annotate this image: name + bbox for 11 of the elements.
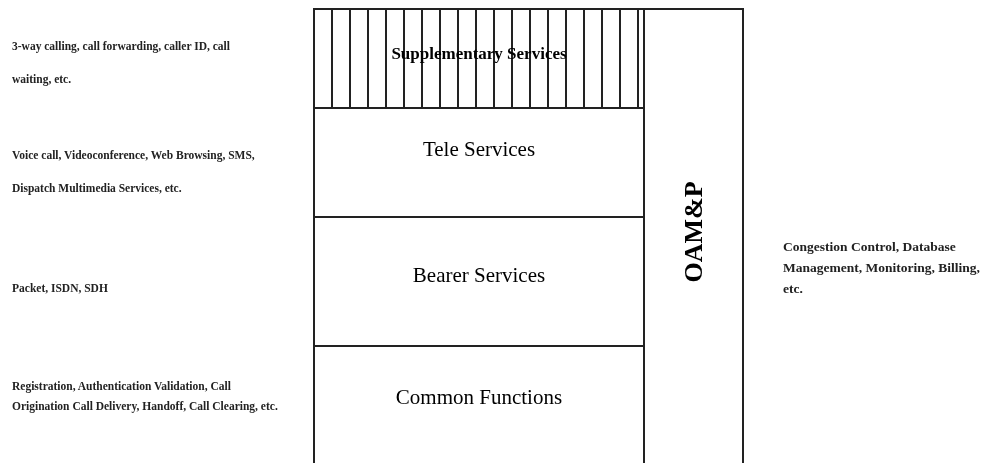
description-text: Voice call, Videoconference, Web Browsing, SMS, Dispatch Multimedia Services, etc. (12, 148, 256, 197)
layer-label: Bearer Services (411, 263, 547, 288)
layer-label: Common Functions (394, 385, 564, 410)
hatched-layer-box (313, 8, 645, 109)
layer-label: Tele Services (421, 137, 537, 162)
description-text: Registration, Authentication Validation, Call Origination Call Delivery, Handoff, Call Clearing, etc. (12, 379, 279, 415)
column-box (643, 8, 744, 463)
description-text: 3-way calling, call forwarding, caller ID, call waiting, etc. (12, 39, 231, 88)
description-text: Packet, ISDN, SDH (12, 281, 109, 296)
vertical-label: OAM&P (678, 181, 709, 283)
description-text: Congestion Control, Database Management, Monitoring, Billing, etc. (783, 238, 981, 298)
